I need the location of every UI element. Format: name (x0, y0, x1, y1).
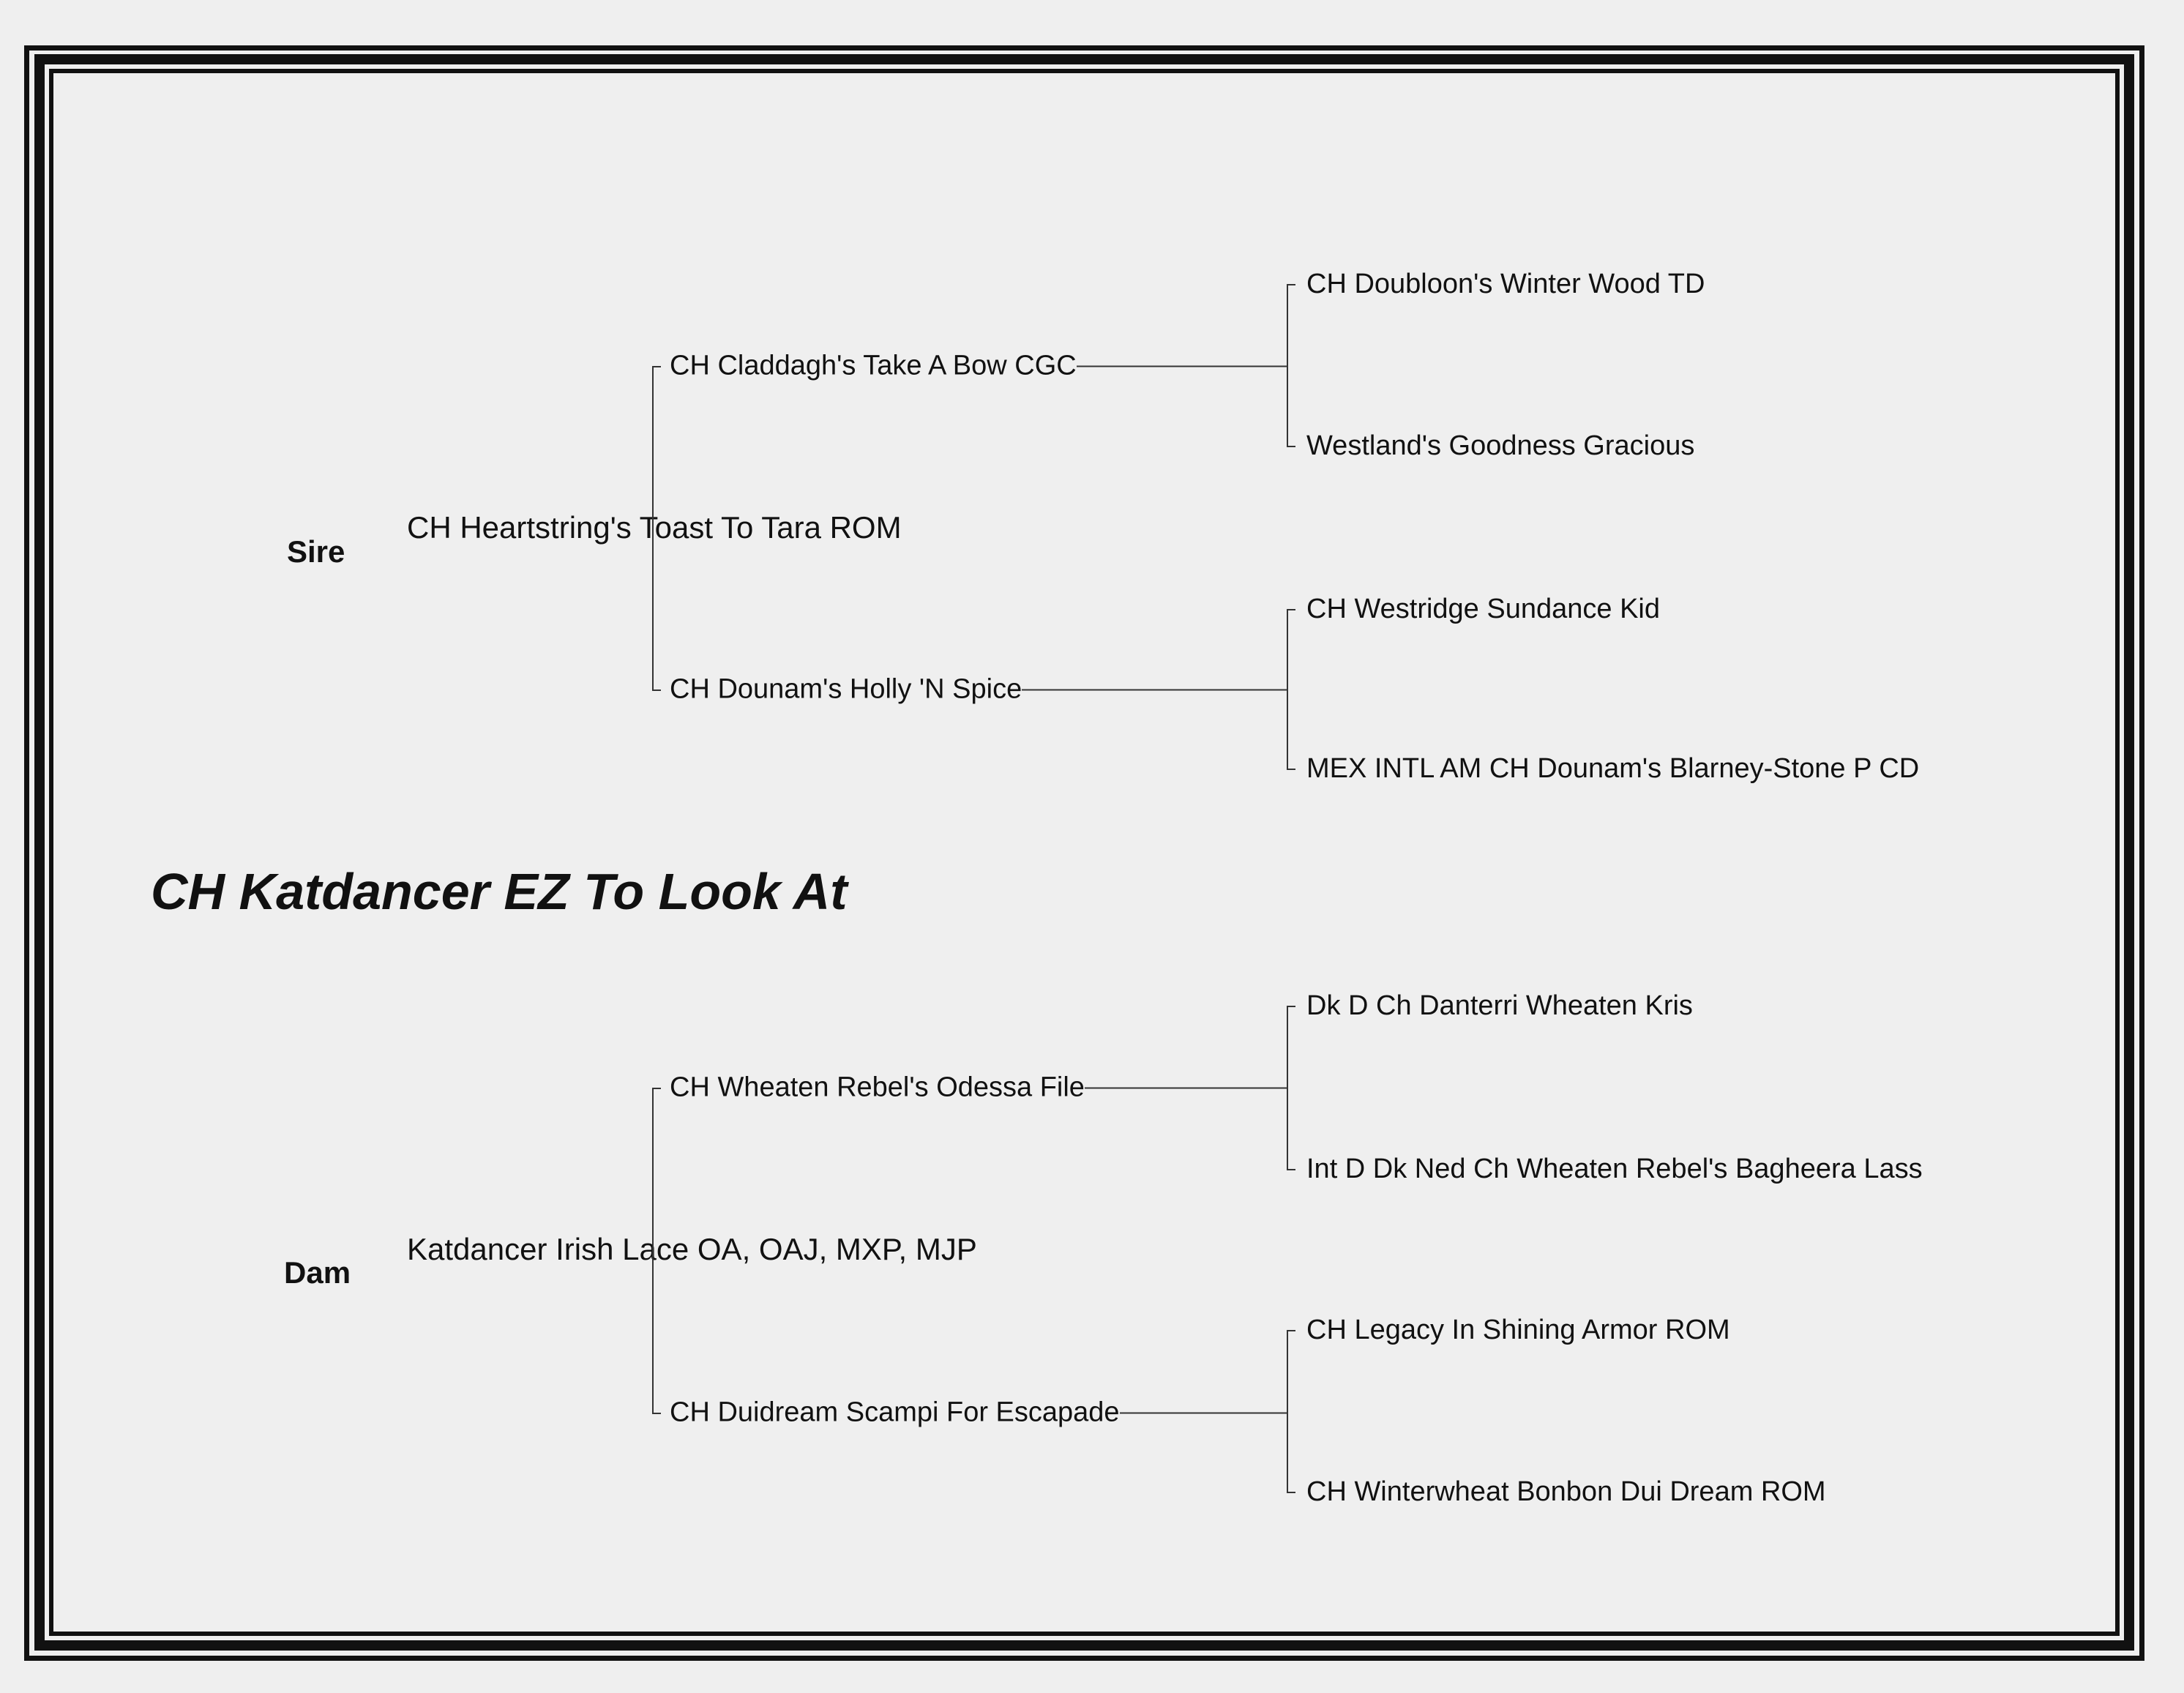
bracket-tick (1287, 446, 1295, 447)
dam-bracket (652, 1088, 654, 1413)
outer-border (24, 45, 2144, 1661)
bracket-tick (652, 1413, 661, 1414)
connector-line (1119, 1412, 1287, 1413)
bracket-tick (1287, 1492, 1295, 1493)
dam-sire-name: CH Wheaten Rebel's Odessa File (670, 1072, 1085, 1103)
connector-line (1084, 1087, 1287, 1088)
sire-dam-row: CH Dounam's Holly 'N Spice (670, 674, 1287, 706)
dam-dam-dam: CH Winterwheat Bonbon Dui Dream ROM (1306, 1476, 1826, 1507)
middle-border (34, 54, 2134, 1651)
dam-sire-row: CH Wheaten Rebel's Odessa File (670, 1072, 1287, 1104)
bracket-tick (1287, 769, 1295, 770)
dam-dam-sire: CH Legacy In Shining Armor ROM (1306, 1315, 1730, 1345)
bracket (1287, 284, 1288, 446)
bracket-tick (1287, 1330, 1295, 1331)
sire-sire-row: CH Claddagh's Take A Bow CGC (670, 351, 1287, 382)
connector-line (1076, 365, 1287, 367)
sire-dam-name: CH Dounam's Holly 'N Spice (670, 673, 1022, 705)
dam-name: Katdancer Irish Lace OA, OAJ, MXP, MJP (407, 1232, 977, 1266)
bracket (1287, 609, 1288, 769)
bracket-tick (1287, 284, 1295, 285)
dam-sire-dam: Int D Dk Ned Ch Wheaten Rebel's Bagheera… (1306, 1154, 1923, 1184)
dam-sire-sire: Dk D Ch Danterri Wheaten Kris (1306, 990, 1693, 1021)
bracket-tick (652, 689, 661, 691)
sire-dam-sire: CH Westridge Sundance Kid (1306, 594, 1660, 624)
sire-dam-dam: MEX INTL AM CH Dounam's Blarney-Stone P … (1306, 753, 1920, 784)
bracket-tick (1287, 1169, 1295, 1170)
sire-sire-dam: Westland's Goodness Gracious (1306, 430, 1695, 461)
bracket (1287, 1006, 1288, 1169)
sire-name: CH Heartstring's Toast To Tara ROM (407, 510, 902, 545)
dam-label: Dam (284, 1255, 351, 1290)
dam-dam-row: CH Duidream Scampi For Escapade (670, 1397, 1287, 1429)
bracket-tick (652, 1088, 661, 1089)
sire-label: Sire (287, 534, 345, 569)
sire-sire-sire: CH Doubloon's Winter Wood TD (1306, 269, 1705, 299)
dam-dam-name: CH Duidream Scampi For Escapade (670, 1397, 1120, 1428)
inner-border (49, 69, 2120, 1636)
bracket-tick (652, 366, 661, 367)
connector-line (1022, 689, 1287, 690)
bracket (1287, 1330, 1288, 1492)
bracket-tick (1287, 609, 1295, 610)
bracket-tick (1287, 1006, 1295, 1007)
dog-name-title: CH Katdancer EZ To Look At (151, 863, 848, 920)
sire-sire-name: CH Claddagh's Take A Bow CGC (670, 350, 1077, 381)
sire-bracket (652, 366, 654, 689)
